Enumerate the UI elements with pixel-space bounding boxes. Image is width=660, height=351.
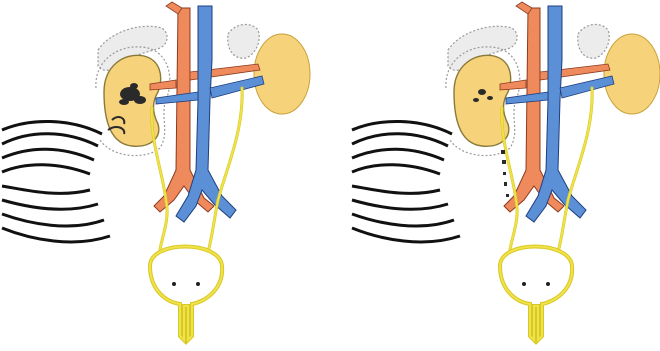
panel-left [2, 2, 310, 340]
panel-right [352, 2, 660, 340]
shockwave-arcs-icon [352, 121, 460, 241]
shockwave-arcs-icon [2, 121, 110, 241]
